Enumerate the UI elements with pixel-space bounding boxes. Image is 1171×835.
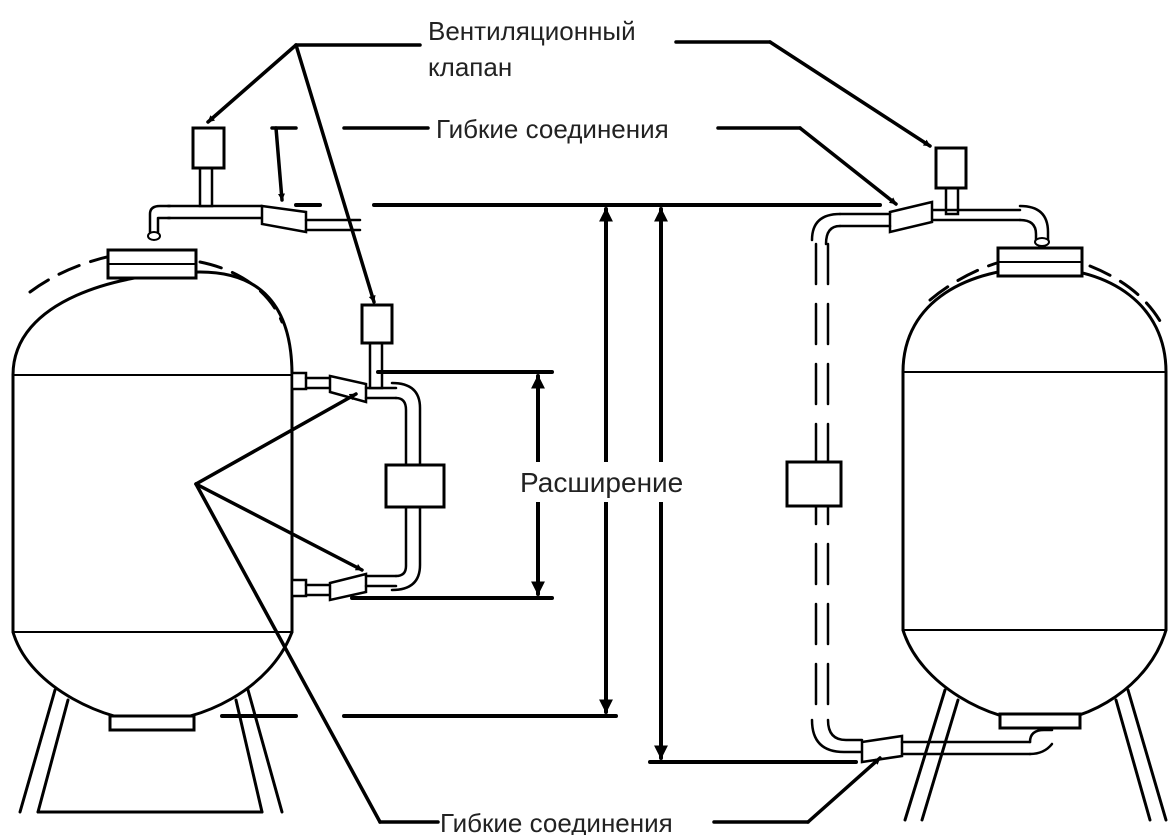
expansion-label-bg [514, 462, 696, 502]
left-vessel [11, 248, 294, 814]
side-flex-leaders [194, 392, 882, 824]
expansion-label: Расширение [520, 467, 683, 498]
left-bottom-port [108, 714, 196, 732]
left-top-flex-connector [260, 204, 308, 234]
dimension-lines [220, 203, 882, 764]
top-flex-leaders [270, 126, 898, 206]
flex-connections-bottom-label: Гибкие соединения [440, 808, 673, 835]
left-side-piping [290, 303, 446, 602]
right-riser-box [785, 460, 843, 508]
vent-valve-leaders [206, 40, 932, 304]
upper-flex-connector [328, 374, 368, 404]
left-leg [246, 688, 284, 814]
left-top-piping [147, 126, 362, 241]
right-top-vent-valve [934, 146, 968, 190]
right-bottom-port [998, 712, 1082, 730]
vent-valve-label-line1: Вентиляционный [428, 16, 636, 46]
right-top-piping [810, 146, 1050, 247]
lower-flex-connector [328, 572, 368, 602]
right-bottom-piping [810, 718, 1054, 764]
left-top-vent-valve [191, 126, 226, 170]
vent-valve-label-line2: клапан [428, 52, 512, 82]
side-vent-valve [360, 303, 394, 345]
right-leg [1126, 688, 1168, 822]
right-bottom-flex-connector [860, 734, 904, 764]
right-vessel [901, 246, 1168, 822]
flex-connections-top-label: Гибкие соединения [436, 114, 669, 144]
left-leg [18, 688, 57, 814]
left-loop-box [384, 463, 446, 509]
right-top-flex-connector [888, 200, 934, 234]
right-riser [785, 242, 843, 722]
